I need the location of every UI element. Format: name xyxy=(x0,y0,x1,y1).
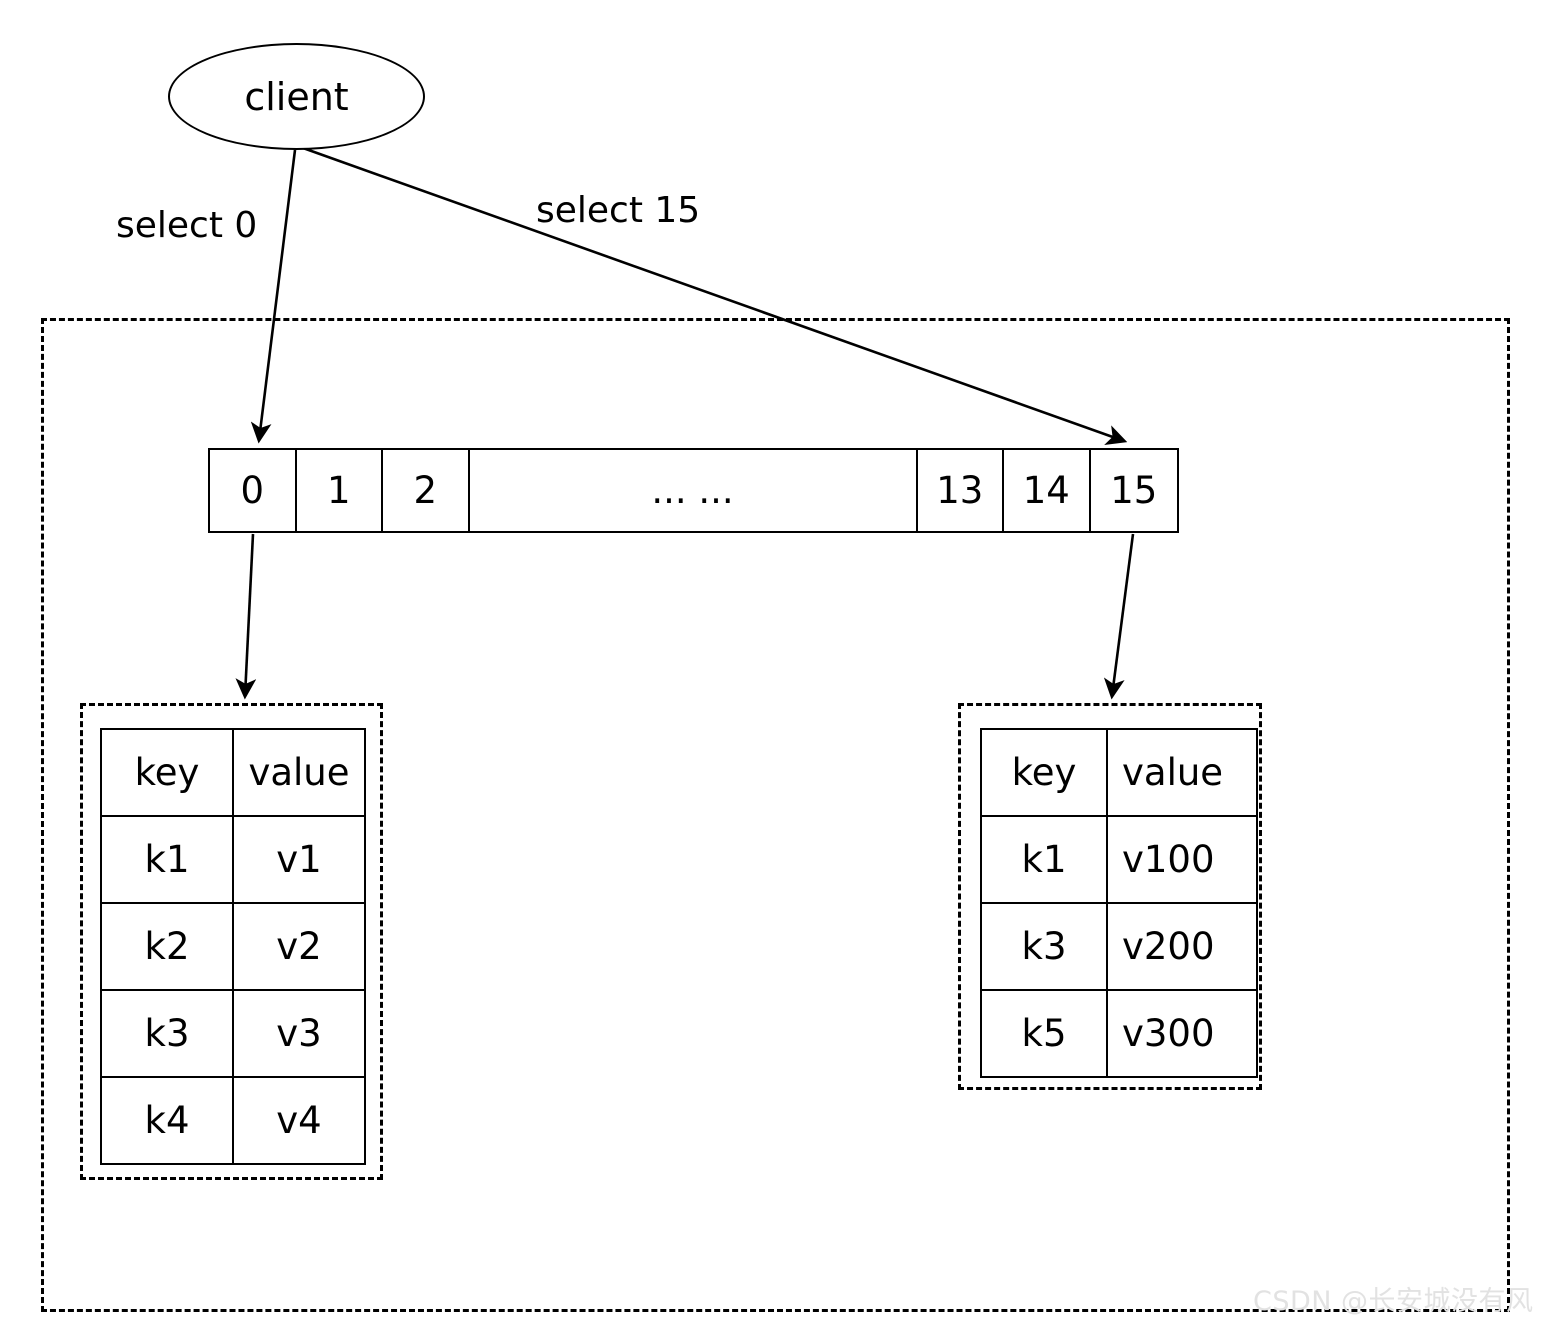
db0-header-key: key xyxy=(100,728,234,817)
db15-keyvalue-table: key value k1 v100 k3 v200 k5 v300 xyxy=(980,728,1258,1078)
db15-cell-key: k3 xyxy=(980,902,1108,991)
table-row: k3 v200 xyxy=(980,902,1258,991)
db-index-cell-13[interactable]: 13 xyxy=(918,450,1004,531)
client-node[interactable]: client xyxy=(168,43,425,150)
db0-cell-value: v3 xyxy=(232,989,366,1078)
db0-cell-value: v2 xyxy=(232,902,366,991)
db0-cell-value: v4 xyxy=(232,1076,366,1165)
db-index-cell-2[interactable]: 2 xyxy=(383,450,470,531)
db0-cell-key: k2 xyxy=(100,902,234,991)
db15-header-key: key xyxy=(980,728,1108,817)
db-index-cell-0[interactable]: 0 xyxy=(210,450,297,531)
db15-cell-value: v300 xyxy=(1106,989,1258,1078)
table-row: k1 v100 xyxy=(980,815,1258,904)
db0-cell-key: k3 xyxy=(100,989,234,1078)
db15-cell-value: v100 xyxy=(1106,815,1258,904)
db0-cell-value: v1 xyxy=(232,815,366,904)
db0-cell-key: k4 xyxy=(100,1076,234,1165)
edge-label-select-0: select 0 xyxy=(116,205,258,246)
db15-cell-key: k5 xyxy=(980,989,1108,1078)
client-node-label: client xyxy=(244,74,349,119)
db0-header-value: value xyxy=(232,728,366,817)
table-row: k1 v1 xyxy=(100,815,366,904)
table-row: k3 v3 xyxy=(100,989,366,1078)
table-row: k5 v300 xyxy=(980,989,1258,1078)
db0-keyvalue-table: key value k1 v1 k2 v2 k3 v3 k4 v4 xyxy=(100,728,366,1165)
db15-frame xyxy=(958,703,1262,1090)
db15-cell-value: v200 xyxy=(1106,902,1258,991)
edge-label-select-15: select 15 xyxy=(536,190,701,231)
watermark: CSDN @长安城没有风 xyxy=(1253,1286,1534,1317)
table-row: k4 v4 xyxy=(100,1076,366,1165)
db0-frame xyxy=(80,703,383,1180)
db15-header-value: value xyxy=(1106,728,1258,817)
db-index-cell-15[interactable]: 15 xyxy=(1110,469,1158,512)
db0-cell-key: k1 xyxy=(100,815,234,904)
table-row: k2 v2 xyxy=(100,902,366,991)
db-index-cell-1[interactable]: 1 xyxy=(297,450,383,531)
db-index-cell-14[interactable]: 14 xyxy=(1004,450,1091,531)
db15-cell-key: k1 xyxy=(980,815,1108,904)
table-header-row: key value xyxy=(980,728,1258,817)
table-header-row: key value xyxy=(100,728,366,817)
db-index-bar: 0 1 2 ... ... 13 14 15 xyxy=(208,448,1179,533)
db-index-cell-ellipsis: ... ... xyxy=(470,450,918,531)
